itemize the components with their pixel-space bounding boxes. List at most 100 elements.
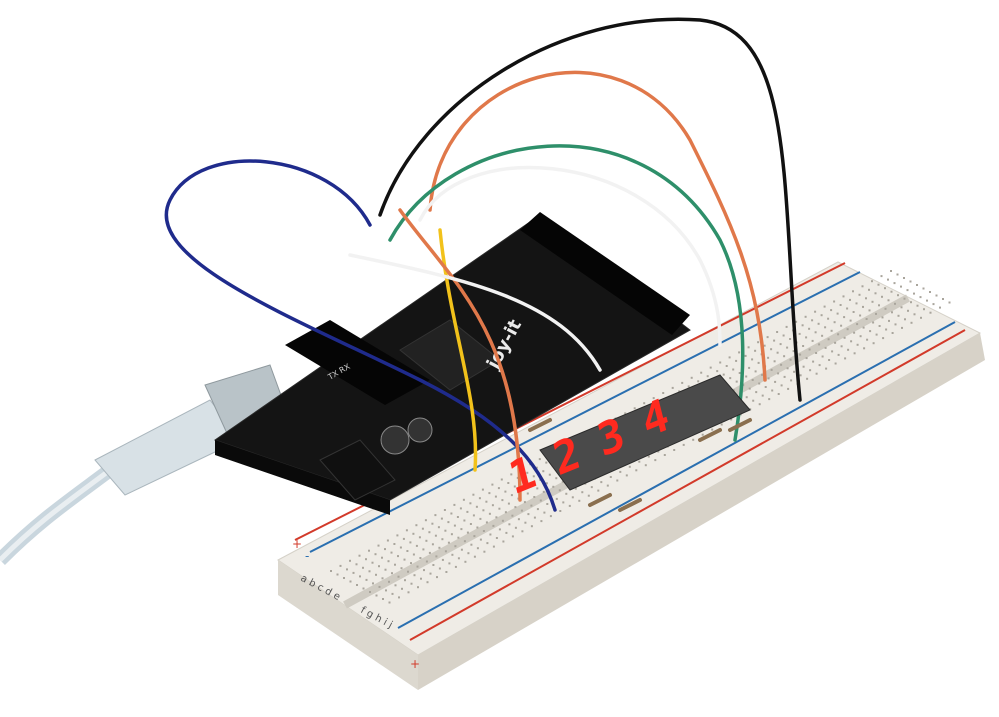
hole bbox=[546, 503, 549, 505]
hole bbox=[814, 331, 817, 334]
hole bbox=[391, 572, 393, 575]
hole bbox=[780, 384, 783, 387]
hole bbox=[381, 556, 383, 559]
hole bbox=[843, 316, 846, 319]
hole bbox=[415, 524, 418, 527]
hole bbox=[510, 473, 513, 476]
rail-minus-label: - bbox=[305, 549, 309, 563]
hole bbox=[369, 591, 371, 593]
hole bbox=[450, 512, 453, 515]
hole bbox=[356, 584, 358, 586]
hole bbox=[745, 375, 748, 378]
hole bbox=[418, 536, 421, 539]
hole bbox=[795, 320, 798, 323]
hole bbox=[422, 548, 425, 551]
hole bbox=[371, 561, 374, 564]
hole bbox=[378, 565, 380, 568]
hole bbox=[855, 302, 858, 305]
hole bbox=[872, 342, 875, 345]
hole bbox=[909, 280, 912, 283]
hole bbox=[441, 558, 444, 561]
rail-plus-label: + bbox=[292, 537, 302, 551]
hole bbox=[526, 471, 529, 474]
hole bbox=[469, 523, 472, 525]
hole bbox=[407, 570, 409, 573]
hole bbox=[916, 284, 918, 286]
hole bbox=[434, 534, 437, 537]
hole bbox=[757, 361, 760, 364]
hole bbox=[735, 380, 738, 383]
hole bbox=[687, 385, 690, 388]
hole bbox=[443, 509, 446, 511]
hole bbox=[738, 372, 741, 374]
hole bbox=[445, 571, 448, 573]
hole bbox=[891, 311, 893, 314]
hole bbox=[435, 555, 438, 558]
hole bbox=[533, 496, 536, 498]
hole bbox=[856, 323, 859, 326]
hole bbox=[349, 559, 351, 562]
hole bbox=[400, 567, 403, 570]
hole bbox=[381, 577, 384, 580]
hole bbox=[616, 479, 619, 482]
hole bbox=[865, 318, 868, 320]
hole bbox=[906, 289, 909, 292]
hole bbox=[827, 338, 830, 341]
resistors bbox=[528, 418, 752, 512]
hole bbox=[790, 379, 793, 382]
hole bbox=[853, 352, 856, 355]
hole bbox=[894, 323, 897, 326]
hole bbox=[478, 497, 481, 500]
hole bbox=[568, 504, 571, 507]
hole bbox=[438, 546, 441, 549]
hole bbox=[935, 294, 938, 297]
hole bbox=[732, 368, 735, 371]
hole bbox=[793, 370, 796, 373]
hole bbox=[479, 538, 482, 541]
hole bbox=[404, 579, 406, 582]
hole bbox=[343, 577, 345, 579]
hole bbox=[663, 454, 666, 456]
hole bbox=[624, 412, 627, 415]
hole bbox=[828, 359, 831, 361]
hole bbox=[862, 326, 865, 329]
hole bbox=[853, 331, 856, 334]
hole bbox=[476, 526, 479, 529]
hole bbox=[495, 516, 498, 519]
hole bbox=[571, 496, 574, 499]
hole bbox=[821, 334, 824, 337]
hole bbox=[833, 300, 836, 303]
hole bbox=[776, 331, 779, 333]
hole bbox=[890, 290, 893, 293]
hole bbox=[752, 399, 755, 402]
hole bbox=[808, 348, 811, 351]
hole bbox=[738, 351, 741, 354]
hole bbox=[652, 397, 655, 400]
hole bbox=[831, 350, 834, 353]
hole bbox=[884, 307, 887, 310]
hole bbox=[874, 292, 877, 295]
hole bbox=[339, 564, 342, 567]
hole bbox=[763, 344, 766, 347]
hole bbox=[454, 565, 457, 568]
hole bbox=[836, 312, 839, 315]
hole bbox=[472, 493, 475, 496]
hole bbox=[849, 319, 852, 322]
hole bbox=[403, 558, 406, 561]
wire-orange-2 bbox=[398, 208, 522, 502]
hole bbox=[891, 332, 894, 334]
hole bbox=[761, 394, 764, 397]
hole bbox=[472, 514, 475, 517]
hole bbox=[818, 343, 821, 346]
hole bbox=[700, 371, 703, 374]
rail-blue-bottom bbox=[397, 321, 956, 629]
hole bbox=[520, 509, 523, 512]
hole bbox=[523, 501, 526, 504]
hole bbox=[877, 283, 880, 286]
hole bbox=[939, 306, 941, 309]
hole bbox=[448, 562, 451, 565]
hole bbox=[606, 484, 609, 487]
hole bbox=[806, 377, 809, 380]
hole bbox=[732, 389, 735, 392]
